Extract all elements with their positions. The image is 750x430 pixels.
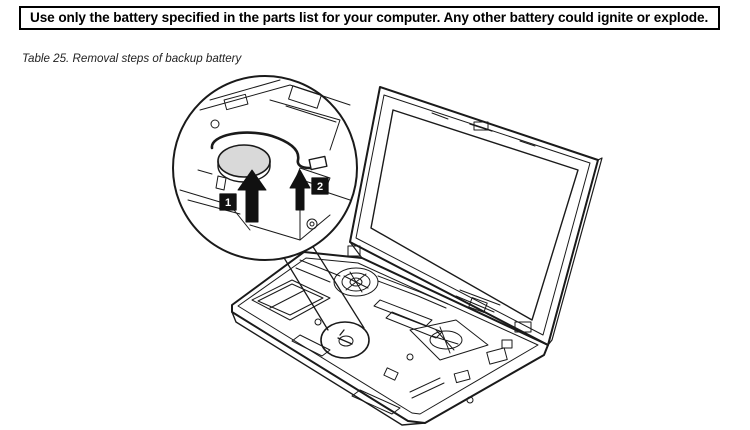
step-1-label: 1 bbox=[225, 197, 231, 209]
warning-text: Use only the battery specified in the pa… bbox=[30, 10, 709, 25]
laptop-display bbox=[349, 86, 603, 346]
battery-detail-callout bbox=[172, 75, 358, 261]
step-1-arrow bbox=[237, 169, 267, 223]
step-1-badge: 1 bbox=[219, 193, 237, 211]
step-2-arrow bbox=[289, 169, 311, 211]
warning-notice: Use only the battery specified in the pa… bbox=[19, 6, 720, 30]
table-caption: Table 25. Removal steps of backup batter… bbox=[22, 52, 242, 65]
laptop-base bbox=[231, 241, 549, 426]
step-2-badge: 2 bbox=[311, 177, 329, 195]
step-2-label: 2 bbox=[317, 181, 323, 193]
internal-components bbox=[251, 259, 513, 415]
